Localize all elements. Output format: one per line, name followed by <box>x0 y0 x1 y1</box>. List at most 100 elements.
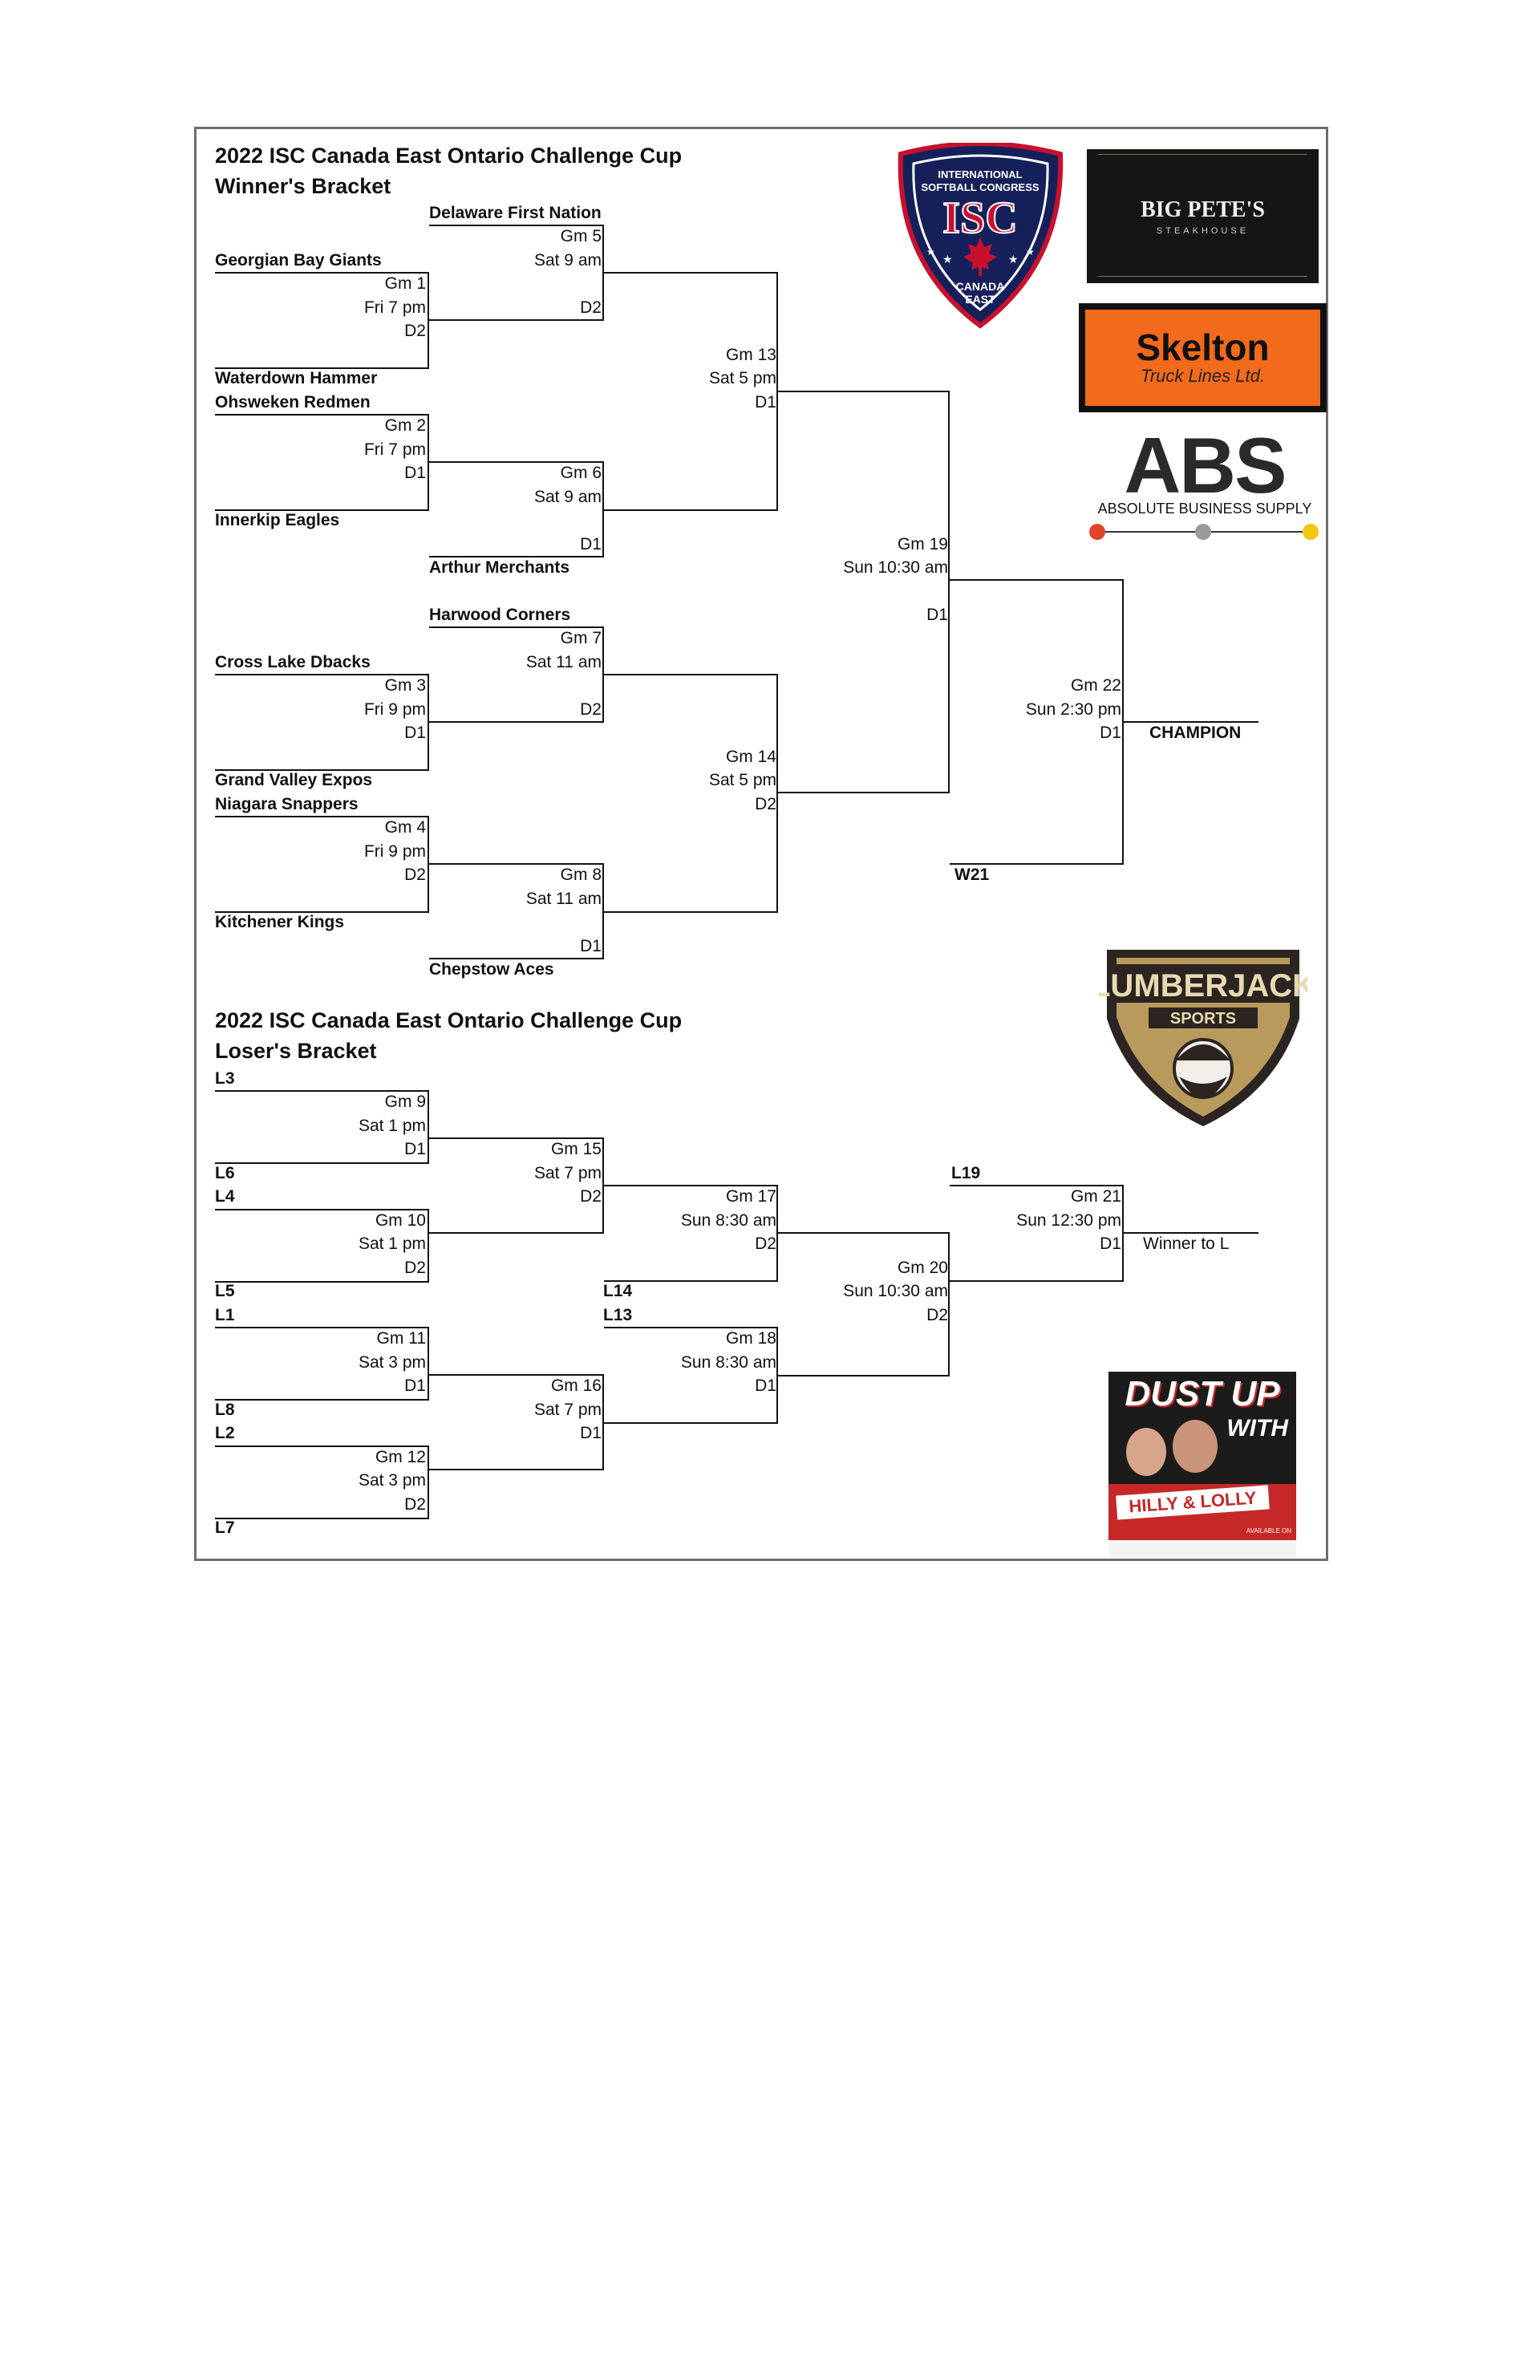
bracket-line <box>602 626 604 723</box>
game-6-time: Sat 9 am <box>533 488 602 506</box>
bracket-line <box>429 863 604 865</box>
bracket-line <box>1122 579 1124 865</box>
bracket-line <box>428 272 429 369</box>
champion-label: CHAMPION <box>1149 724 1242 742</box>
bracket-line <box>602 225 604 321</box>
bracket-line <box>776 272 778 511</box>
yellow-dot-icon <box>1303 524 1319 540</box>
bracket-line <box>429 1374 604 1376</box>
bracket-line <box>778 1375 950 1377</box>
team-chepstow: Chepstow Aces <box>429 960 554 979</box>
game-2-field: D1 <box>404 464 426 482</box>
bracket-line <box>428 1445 429 1519</box>
lumberjack-sub: SPORTS <box>1170 1010 1236 1028</box>
bracket-line <box>215 367 429 369</box>
game-19-field: D1 <box>926 606 948 624</box>
losers-title: 2022 ISC Canada East Ontario Challenge C… <box>215 1008 683 1032</box>
game-21-time: Sun 12:30 pm <box>1016 1211 1121 1230</box>
seed-l14: L14 <box>603 1282 633 1300</box>
game-3-number: Gm 3 <box>384 676 426 695</box>
bracket-line <box>215 1327 429 1328</box>
lumberjack-sports-logo: LUMBERJACK SPORTS <box>1099 950 1307 1126</box>
svg-text:★: ★ <box>1026 246 1035 257</box>
seed-l2: L2 <box>215 1424 235 1442</box>
seed-w21: W21 <box>954 866 990 884</box>
game-8-number: Gm 8 <box>560 866 602 884</box>
bracket-line <box>1124 1232 1258 1234</box>
game-5-number: Gm 5 <box>560 227 602 245</box>
lumberjack-name: LUMBERJACK <box>1099 968 1307 1003</box>
bracket-line <box>604 1327 778 1328</box>
bracket-line <box>215 769 429 771</box>
game-15-number: Gm 15 <box>550 1140 602 1158</box>
bracket-line <box>215 1162 429 1164</box>
game-22-field: D1 <box>1100 724 1121 742</box>
game-12-number: Gm 12 <box>375 1448 426 1466</box>
seed-l5: L5 <box>215 1282 235 1300</box>
game-13-number: Gm 13 <box>725 346 776 364</box>
game-20-field: D2 <box>926 1306 948 1324</box>
bracket-line <box>602 461 604 557</box>
host-face-icon <box>1173 1420 1218 1473</box>
team-harwood: Harwood Corners <box>429 606 571 624</box>
big-petes-name: BIG PETE'S <box>1141 197 1265 222</box>
game-15-time: Sat 7 pm <box>533 1164 602 1182</box>
team-cross-lake: Cross Lake Dbacks <box>215 653 371 671</box>
game-18-field: D1 <box>755 1377 776 1395</box>
game-21-number: Gm 21 <box>1070 1187 1121 1206</box>
game-20-time: Sun 10:30 am <box>843 1282 948 1300</box>
game-3-time: Fri 9 pm <box>363 700 426 719</box>
bracket-line <box>215 911 429 913</box>
bracket-line <box>602 1374 604 1470</box>
bracket-line <box>604 1185 778 1186</box>
team-innerkip: Innerkip Eagles <box>215 511 340 529</box>
game-14-number: Gm 14 <box>725 748 776 766</box>
game-14-time: Sat 5 pm <box>708 771 776 789</box>
bracket-line <box>215 1518 429 1519</box>
bracket-line <box>602 1137 604 1234</box>
game-17-time: Sun 8:30 am <box>680 1211 776 1230</box>
bracket-line <box>948 1232 950 1377</box>
bracket-line <box>429 1469 604 1470</box>
bracket-line <box>428 1327 429 1401</box>
bracket-line <box>778 1232 950 1234</box>
isc-line4: EAST <box>965 293 995 306</box>
seed-l3: L3 <box>215 1069 235 1088</box>
game-4-number: Gm 4 <box>384 818 426 837</box>
game-2-time: Fri 7 pm <box>363 440 426 459</box>
bracket-line <box>429 1232 604 1234</box>
bracket-line <box>429 319 604 321</box>
svg-text:★: ★ <box>926 246 935 257</box>
host-face-icon <box>1126 1428 1166 1476</box>
game-7-time: Sat 11 am <box>525 653 602 671</box>
svg-text:★: ★ <box>942 253 953 266</box>
bracket-line <box>950 863 1124 865</box>
bracket-line <box>215 1399 429 1401</box>
bracket-line <box>604 1280 778 1282</box>
team-arthur: Arthur Merchants <box>429 558 570 577</box>
game-4-field: D2 <box>404 866 426 884</box>
game-1-field: D2 <box>404 322 426 340</box>
seed-l13: L13 <box>603 1306 633 1324</box>
game-9-number: Gm 9 <box>384 1093 426 1111</box>
isc-canada-east-logo: INTERNATIONAL SOFTBALL CONGRESS ISC ★★ ★… <box>898 143 1064 329</box>
game-13-time: Sat 5 pm <box>708 369 776 387</box>
bracket-line <box>429 958 604 959</box>
abs-sub: ABSOLUTE BUSINESS SUPPLY <box>1097 501 1312 517</box>
winner-to-label: Winner to L <box>1143 1235 1230 1253</box>
game-19-time: Sun 10:30 am <box>843 558 948 577</box>
dust-up-line2: WITH <box>1226 1415 1288 1441</box>
bracket-line <box>215 1445 429 1447</box>
seed-l1: L1 <box>215 1306 235 1324</box>
game-22-number: Gm 22 <box>1070 676 1121 695</box>
skelton-sub: Truck Lines Ltd. <box>1141 366 1265 386</box>
team-ohsweken: Ohsweken Redmen <box>215 393 371 412</box>
svg-text:★: ★ <box>1008 253 1019 266</box>
bracket-line <box>604 674 778 675</box>
game-9-time: Sat 1 pm <box>358 1117 426 1135</box>
abs-mark: ABS <box>1124 421 1287 509</box>
game-6-field: D1 <box>580 535 602 553</box>
game-16-field: D1 <box>580 1424 602 1442</box>
bracket-line <box>215 1281 429 1283</box>
bracket-line <box>1124 721 1258 723</box>
